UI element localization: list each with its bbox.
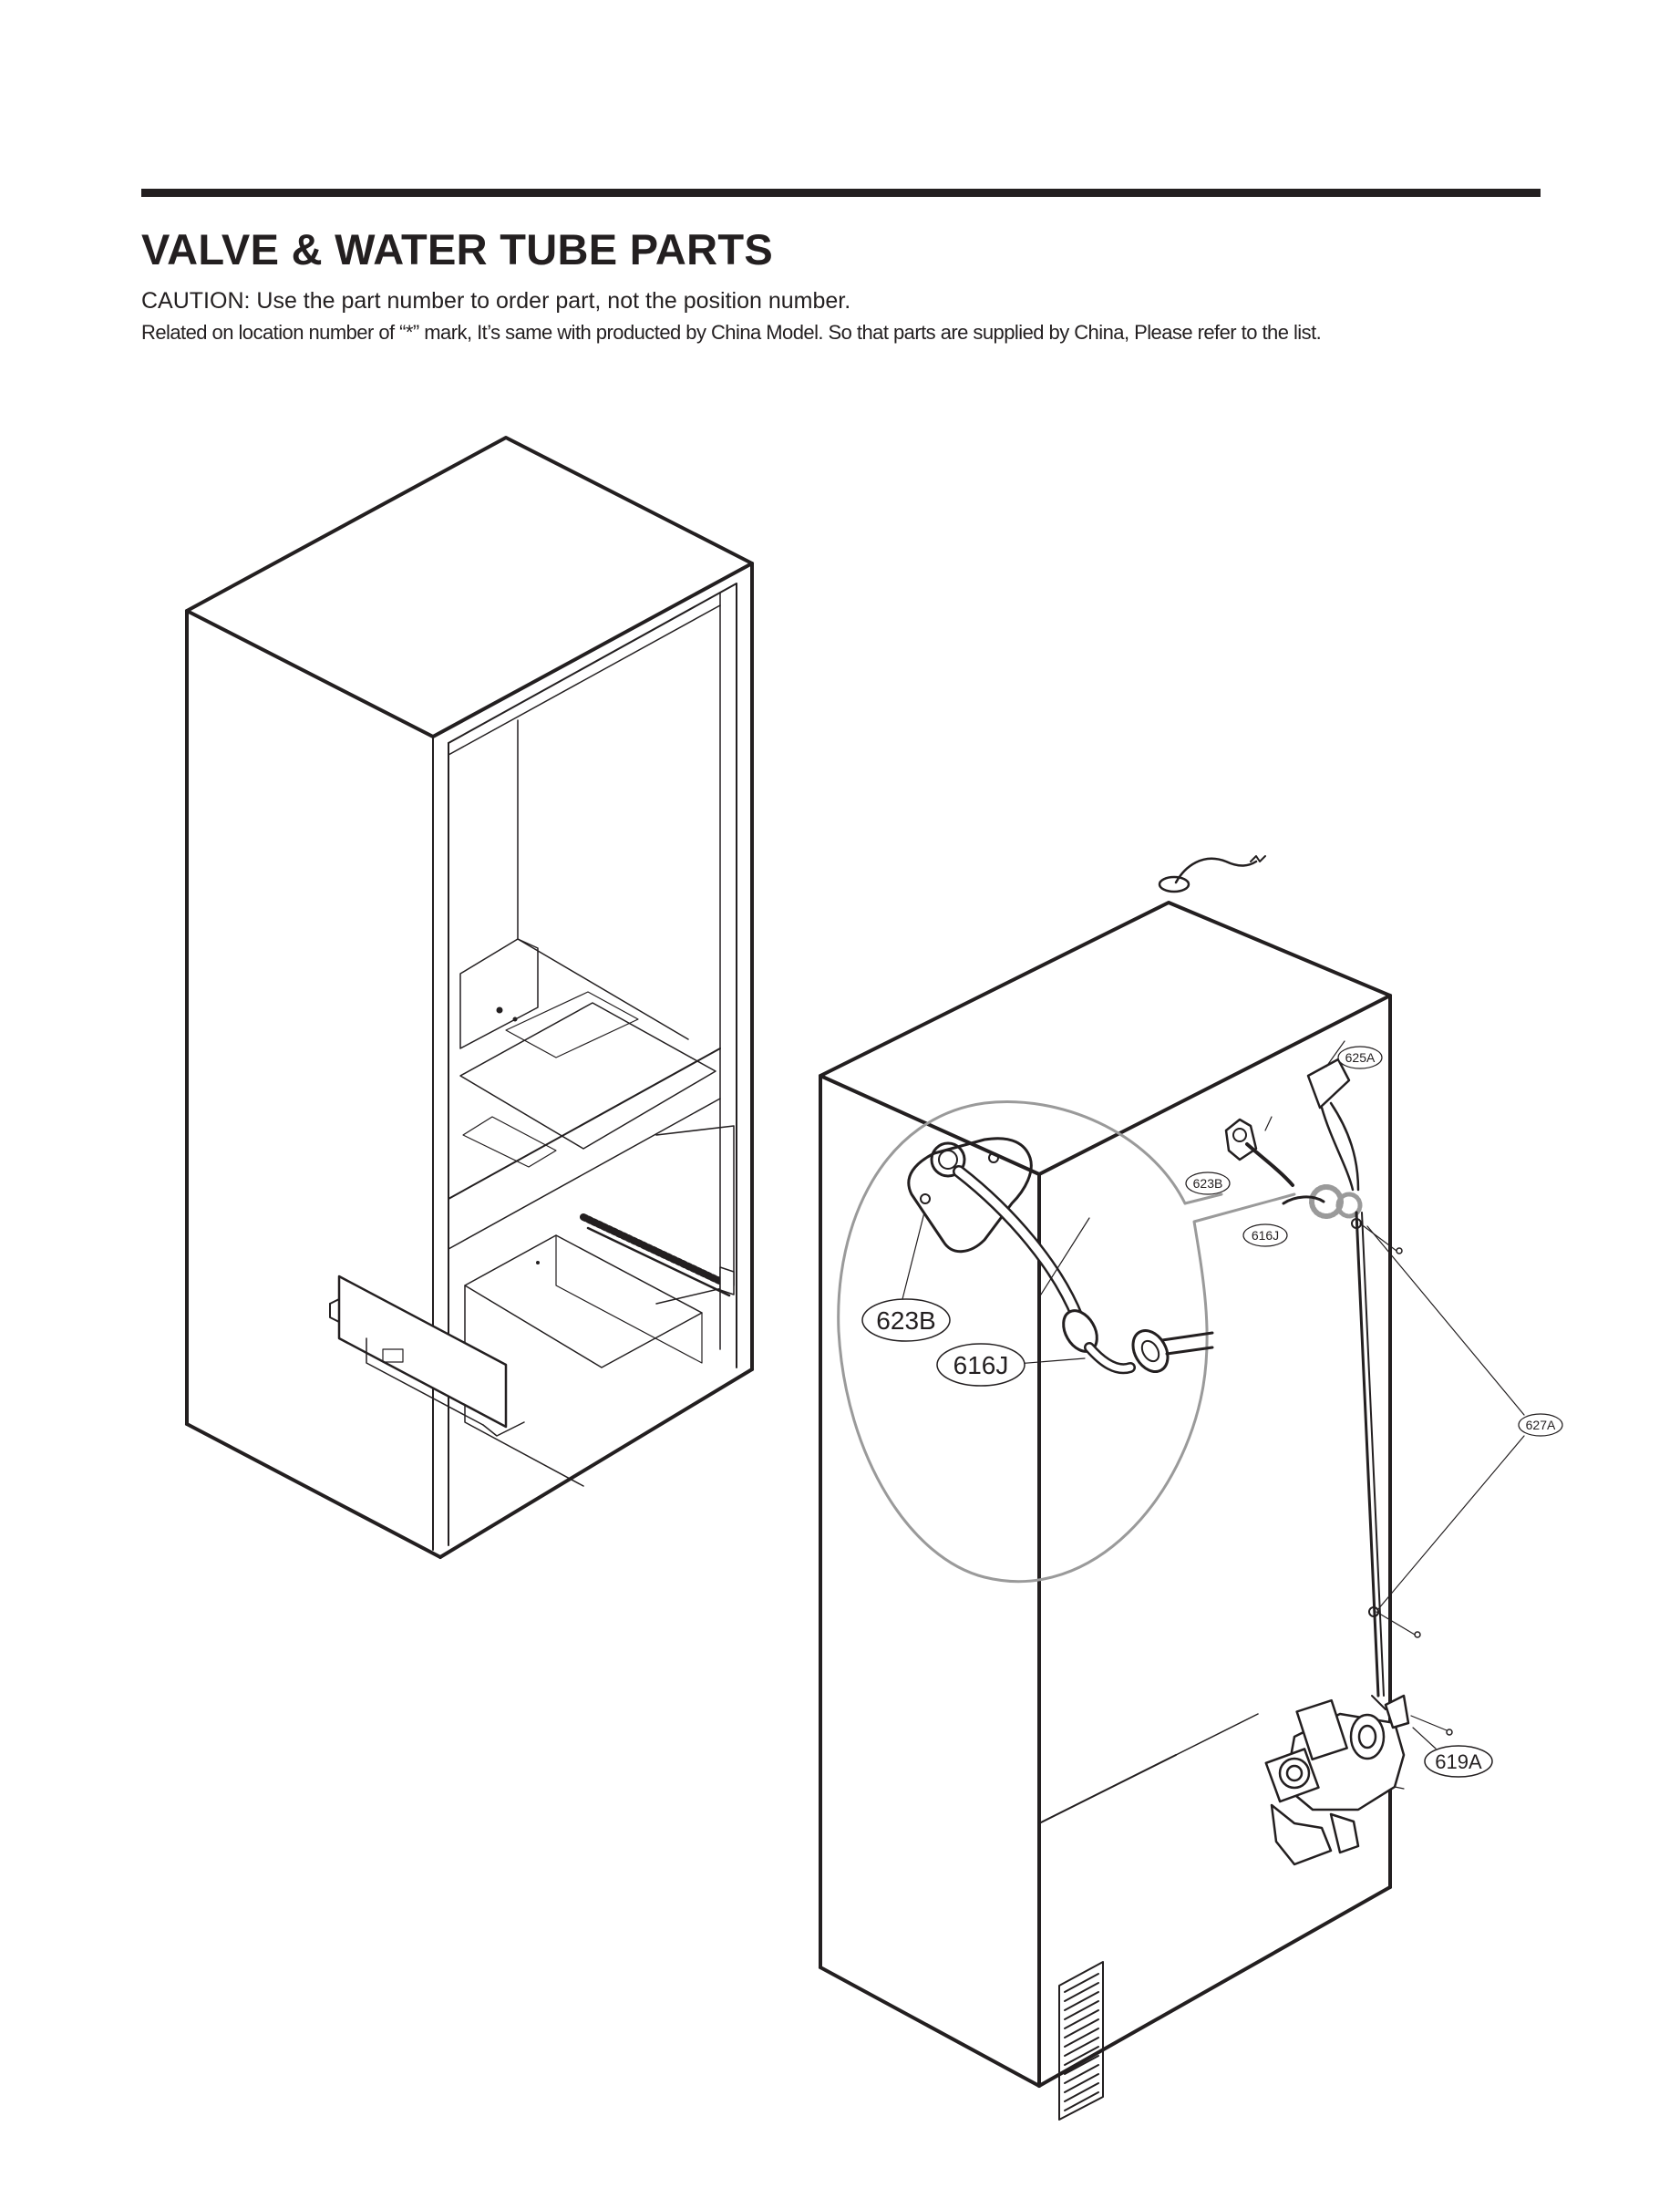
page-title: VALVE & WATER TUBE PARTS [141,225,774,274]
china-model-note: Related on location number of “*” mark, … [141,321,1322,344]
svg-text:616J: 616J [1252,1228,1279,1243]
callout-616J-small: 616J [1242,1223,1288,1247]
callout-625A: 625A [1337,1046,1383,1069]
caution-text: CAUTION: Use the part number to order pa… [141,288,851,314]
svg-text:619A: 619A [1435,1750,1482,1773]
callout-619A: 619A [1424,1745,1493,1778]
callout-616J-detail: 616J [936,1343,1026,1387]
svg-text:616J: 616J [953,1351,1009,1379]
svg-text:623B: 623B [876,1306,935,1335]
rear-vent-grille [1058,1961,1104,2121]
detail-magnifier [837,1100,1296,1584]
svg-text:623B: 623B [1193,1176,1223,1191]
header-rule [141,189,1541,197]
svg-text:627A: 627A [1526,1418,1556,1432]
svg-text:625A: 625A [1345,1050,1376,1065]
front-cabinet [185,436,754,1559]
callout-627A: 627A [1518,1413,1563,1437]
callout-623B-detail: 623B [861,1298,951,1342]
callout-623B-small: 623B [1185,1171,1231,1195]
water-valve-assembly [1224,1040,1525,1866]
rear-cabinet [819,855,1392,2121]
drawer-front-panel [329,1275,525,1437]
